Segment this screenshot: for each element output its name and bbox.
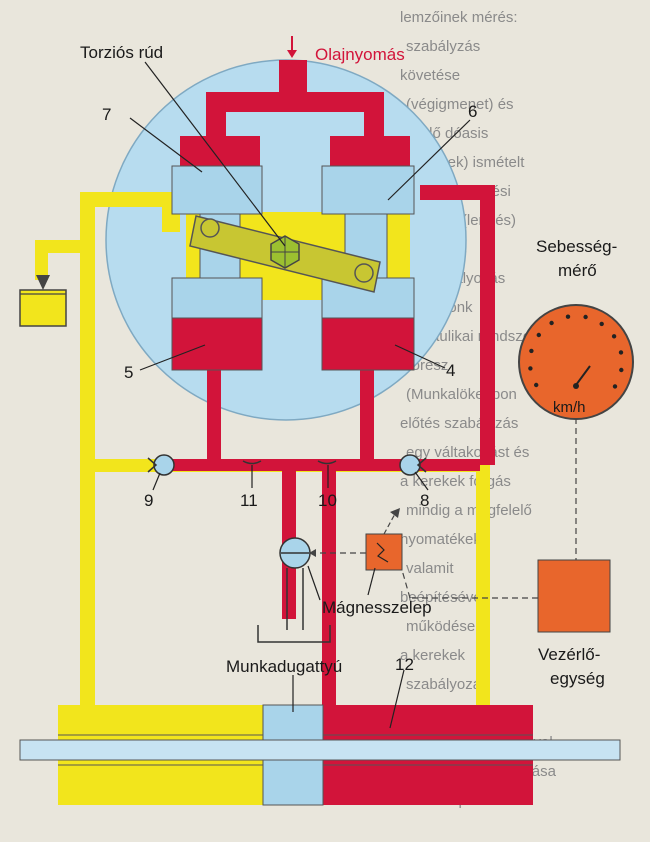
speedometer-label-line2: mérő: [558, 261, 597, 280]
throttle-11: [242, 460, 262, 465]
background-text-line: szabályzás: [406, 38, 480, 55]
torsion-lever: [189, 215, 381, 293]
gauge-tick: [619, 367, 624, 373]
background-text-line: szabályozás: [406, 676, 489, 693]
label-4: 4: [446, 361, 455, 380]
background-text-line: követése: [400, 67, 460, 84]
control-unit-label-line1: Vezérlő-: [538, 645, 600, 664]
background-text-line: egy váltakozást és: [406, 444, 529, 461]
background-text-line: (végigmenet) és: [406, 96, 514, 113]
background-text-line: mindig a megfelelő: [406, 502, 532, 519]
label-9: 9: [144, 491, 153, 510]
gauge-tick: [583, 314, 588, 320]
control-unit: [401, 418, 611, 633]
label-8: 8: [420, 491, 429, 510]
label-10: 10: [318, 491, 337, 510]
solenoid-valve-label: Mágnesszelep: [322, 598, 432, 617]
control-unit-label-line2: egység: [550, 669, 605, 688]
background-text-line: működése: [406, 618, 475, 635]
speedometer-label-line1: Sebesség-: [536, 237, 617, 256]
background-text-line: (Munkalöket bon: [406, 386, 517, 403]
speedometer-gauge: [518, 304, 634, 420]
gauge-tick: [599, 321, 604, 327]
left-cylinder-assembly: [171, 136, 263, 371]
gauge-tick: [528, 366, 533, 371]
check-valve-9: [147, 454, 175, 476]
oil-pressure-label: Olajnyomás: [315, 45, 405, 64]
working-cylinder: [19, 704, 621, 806]
red-oil-lines: [160, 60, 495, 709]
gauge-tick: [536, 332, 541, 338]
check-valve-8: [399, 454, 427, 476]
throttle-10: [317, 460, 337, 465]
label-12: 12: [395, 655, 414, 674]
torsion-bar-label: Torziós rúd: [80, 43, 163, 62]
background-text-line: előtés szabályzás: [400, 415, 518, 432]
background-text-line: valamit: [406, 560, 454, 577]
gauge-tick: [549, 320, 554, 326]
label-7: 7: [102, 105, 111, 124]
background-text-line: lemzőinek mérés:: [400, 9, 518, 26]
gauge-tick: [618, 350, 624, 355]
background-text-line: nyomatékek: [400, 531, 481, 548]
oil-pressure-arrow-icon: [287, 36, 297, 58]
reservoir: [19, 275, 67, 327]
label-11: 11: [240, 491, 258, 510]
gauge-tick: [529, 348, 534, 354]
background-text-line: a kerekek forgás: [400, 473, 511, 490]
gauge-tick: [565, 314, 571, 319]
leader-lines: [129, 61, 471, 729]
background-text-line: a kerekek: [400, 647, 466, 664]
label-6: 6: [468, 102, 477, 121]
gauge-tick: [534, 382, 539, 388]
working-piston-label: Munkadugattyú: [226, 657, 342, 676]
gauge-tick: [611, 334, 617, 339]
solenoid-valve: [257, 508, 403, 643]
gauge-tick: [612, 384, 618, 389]
label-5: 5: [124, 363, 133, 382]
speed-unit-label: km/h: [553, 399, 586, 416]
